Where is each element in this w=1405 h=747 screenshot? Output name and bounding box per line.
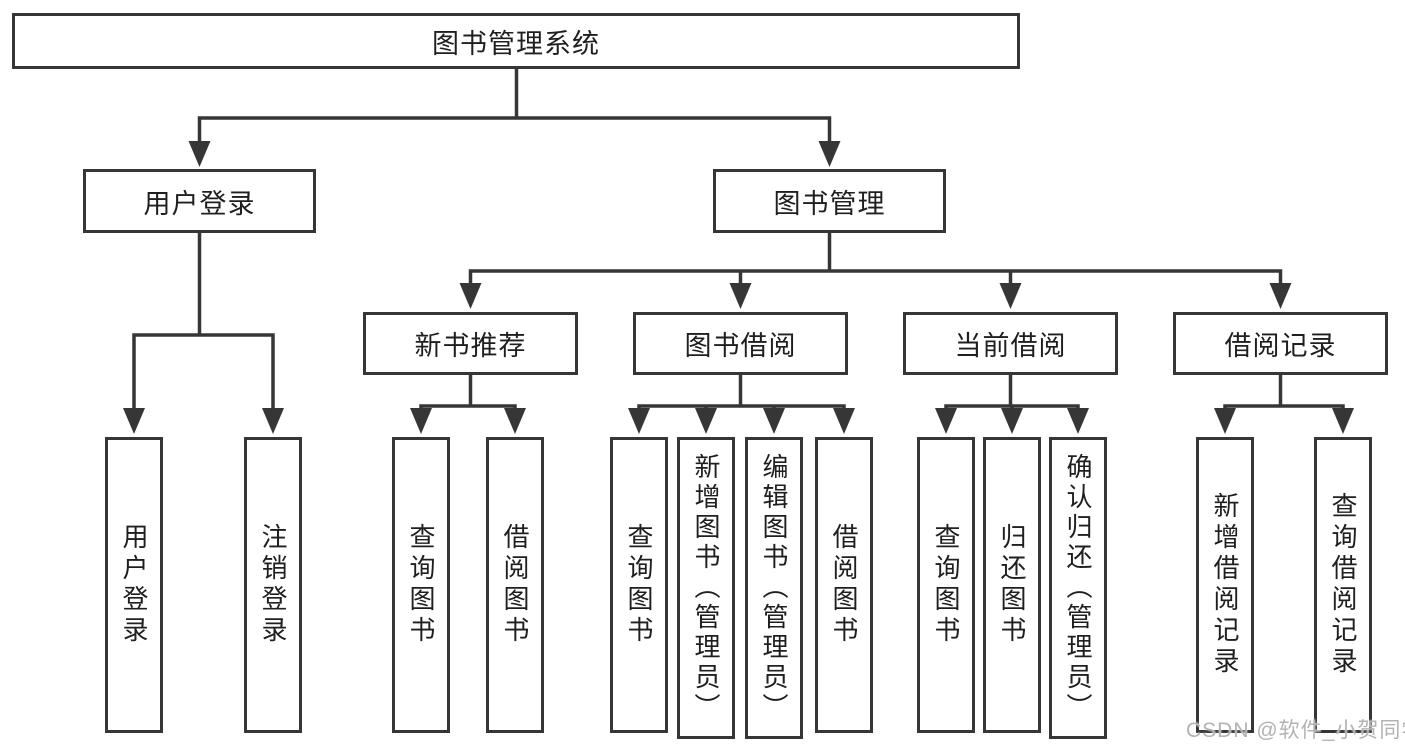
leaf-logout: 注销登录 <box>244 437 302 733</box>
arrow-icon <box>1214 408 1236 434</box>
leaf-user-login: 用户登录 <box>105 437 163 733</box>
leaf-query-books-3: 查询图书 <box>917 437 975 733</box>
node-new-book-recommend: 新书推荐 <box>363 312 578 375</box>
arrow-icon <box>1269 283 1292 309</box>
node-library-system: 图书管理系统 <box>12 13 1020 69</box>
arrow-icon <box>999 283 1022 309</box>
node-book-management: 图书管理 <box>713 169 946 233</box>
arrow-icon <box>833 408 855 434</box>
node-user-login: 用户登录 <box>83 169 316 233</box>
arrow-icon <box>818 141 841 167</box>
leaf-query-books-1: 查询图书 <box>392 437 450 733</box>
arrow-icon <box>262 408 284 434</box>
arrowheads <box>123 141 1354 434</box>
leaf-query-borrow-record: 查询借阅记录 <box>1314 437 1372 733</box>
arrow-icon <box>1067 408 1089 434</box>
leaf-return-books: 归还图书 <box>983 437 1041 733</box>
arrow-icon <box>729 283 752 309</box>
leaf-edit-books-admin: 编辑图书（管理员） <box>745 437 803 739</box>
arrow-icon <box>935 408 957 434</box>
edge-book-mgmt-rail <box>468 269 1283 285</box>
arrow-icon <box>1001 408 1023 434</box>
arrow-icon <box>123 408 145 434</box>
edge-user-login-rail <box>132 333 275 410</box>
edge-book-borrow-rail <box>637 404 846 410</box>
edge-root-rail <box>197 116 832 144</box>
arrow-icon <box>410 408 432 434</box>
node-book-borrowing: 图书借阅 <box>633 312 848 375</box>
leaf-query-books-2: 查询图书 <box>610 437 668 733</box>
leaf-borrow-books-2: 借阅图书 <box>815 437 873 733</box>
arrow-icon <box>1332 408 1354 434</box>
leaf-borrow-books-1: 借阅图书 <box>486 437 544 733</box>
arrow-icon <box>188 141 211 167</box>
leaf-add-books-admin: 新增图书（管理员） <box>677 437 735 739</box>
csdn-watermark: CSDN @软件_小贺同学 <box>1186 719 1405 742</box>
arrow-icon <box>504 408 526 434</box>
arrow-icon <box>628 408 650 434</box>
arrow-icon <box>695 408 717 434</box>
node-borrowing-records: 借阅记录 <box>1173 312 1388 375</box>
leaf-confirm-return-admin: 确认归还（管理员） <box>1049 437 1107 739</box>
arrow-icon <box>459 283 482 309</box>
edge-borrow-records-rail <box>1223 404 1345 410</box>
arrow-icon <box>763 408 785 434</box>
edge-new-books-rail <box>419 404 517 410</box>
leaf-add-borrow-record: 新增借阅记录 <box>1196 437 1254 733</box>
node-current-borrowing: 当前借阅 <box>903 312 1118 375</box>
